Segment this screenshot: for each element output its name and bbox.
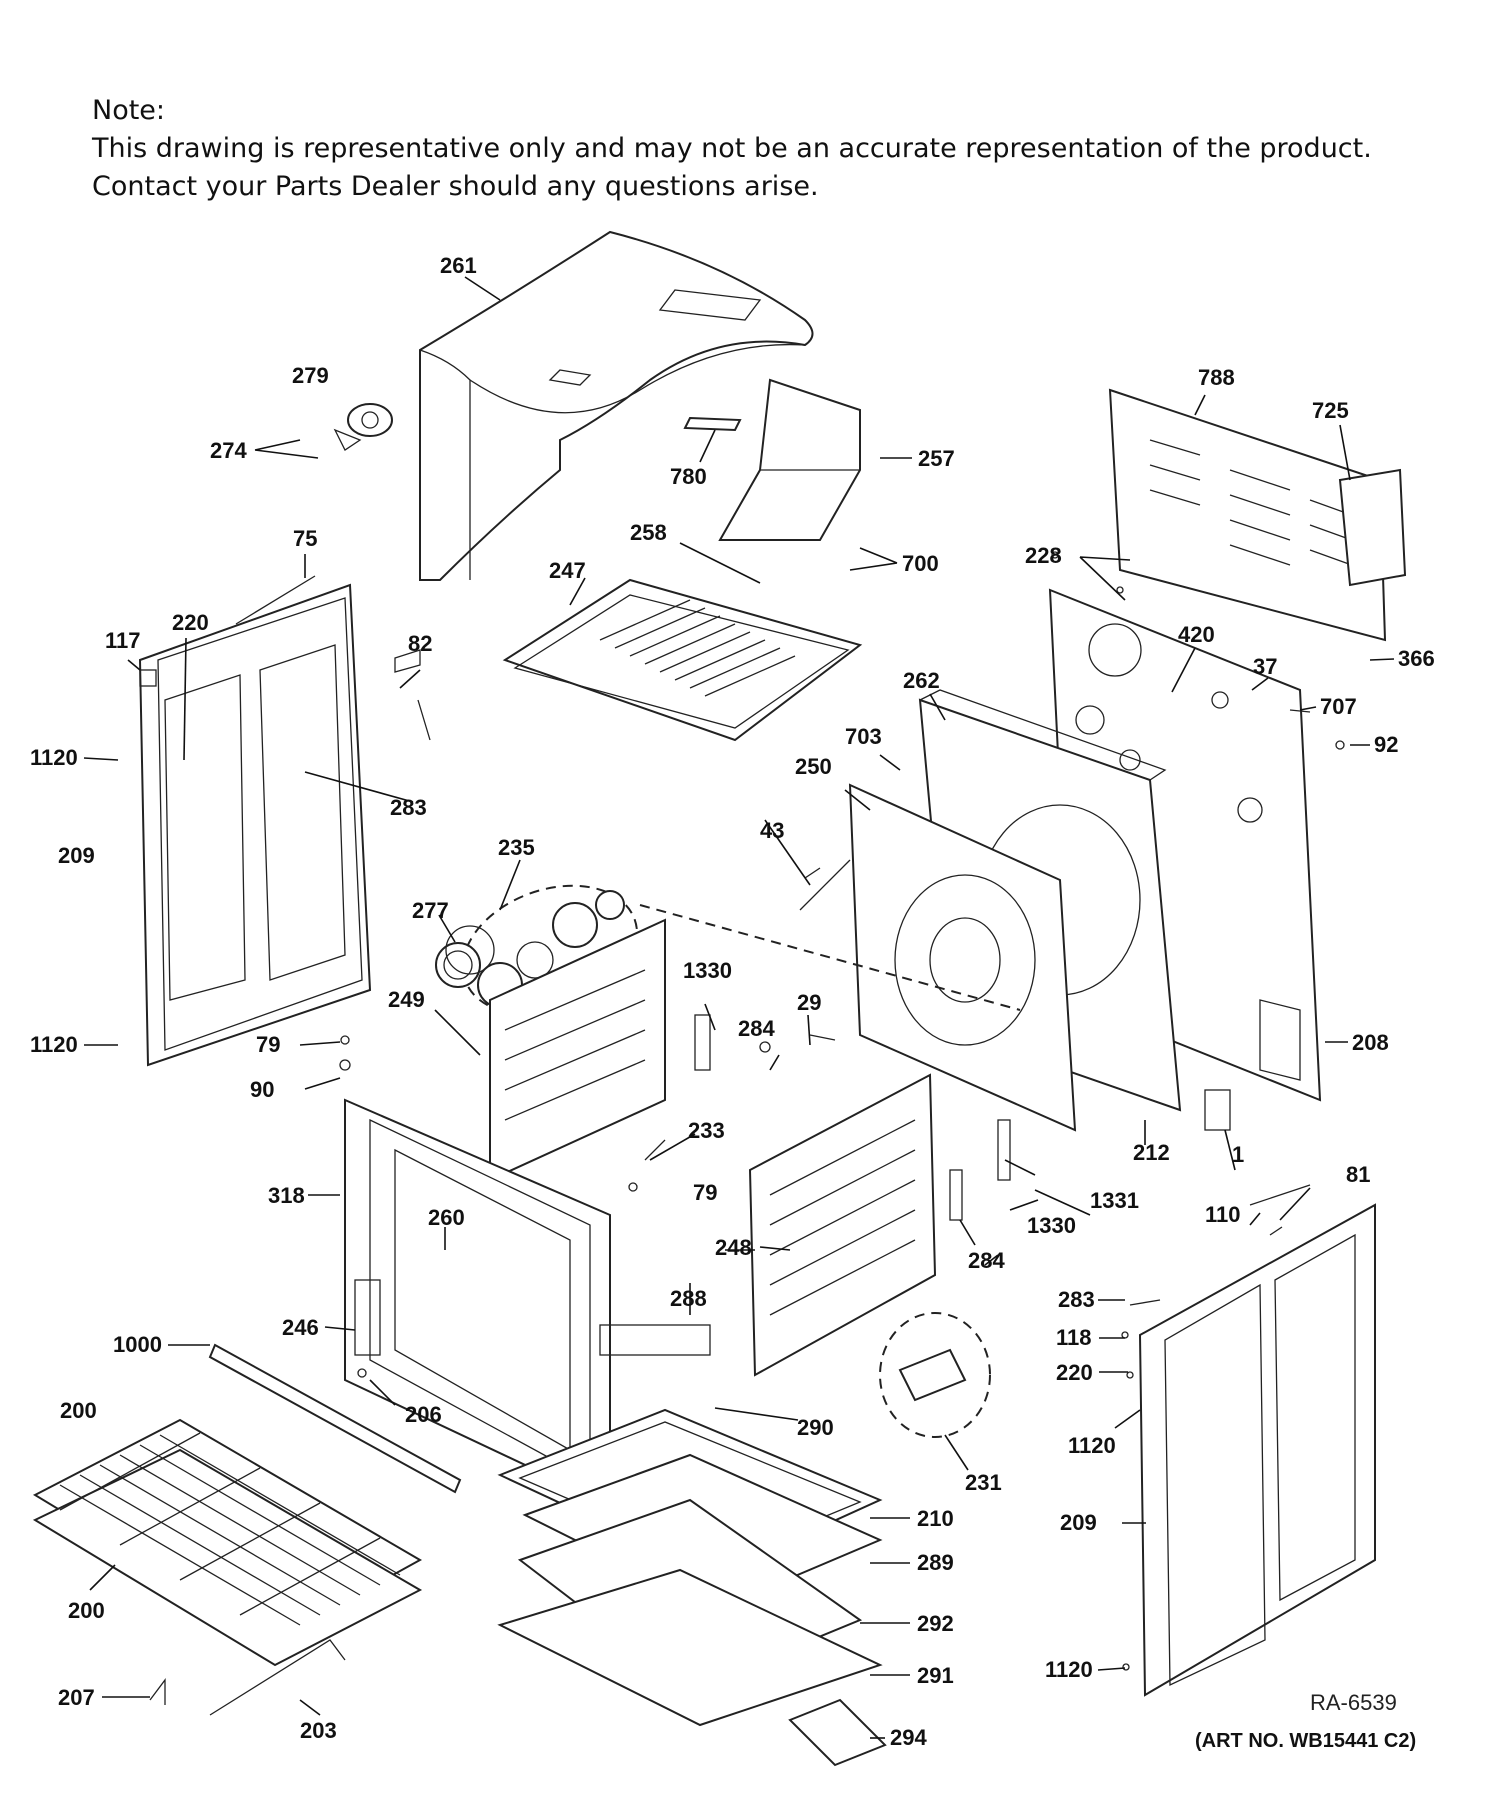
label-208: 208 [1352, 1030, 1389, 1055]
label-283b: 283 [1058, 1287, 1095, 1312]
label-82: 82 [408, 631, 432, 656]
label-700: 700 [902, 551, 939, 576]
label-250: 250 [795, 754, 832, 779]
label-248: 248 [715, 1235, 752, 1260]
label-1331: 1331 [1090, 1188, 1139, 1213]
label-1330a: 1330 [683, 958, 732, 983]
part-248-right-rack-side [748, 1073, 937, 1377]
part-279-sensor [333, 403, 393, 451]
drawing-id: RA-6539 [1310, 1690, 1397, 1715]
part-209-right-side-panel [1138, 1203, 1376, 1697]
label-318: 318 [268, 1183, 305, 1208]
label-257: 257 [918, 446, 955, 471]
label-220b: 220 [1056, 1360, 1093, 1385]
part-1000-grille [208, 1343, 462, 1494]
part-257-duct [683, 378, 861, 541]
label-725: 725 [1312, 398, 1349, 423]
label-274: 274 [210, 438, 247, 463]
label-212: 212 [1133, 1140, 1170, 1165]
label-92: 92 [1374, 732, 1398, 757]
note-line-1: This drawing is representative only and … [92, 133, 1372, 164]
label-258: 258 [630, 520, 667, 545]
label-1: 1 [1232, 1142, 1244, 1167]
note-line-2: Contact your Parts Dealer should any que… [92, 171, 819, 202]
label-1120a: 1120 [30, 745, 78, 770]
label-117: 117 [105, 628, 141, 653]
part-247-panel [502, 578, 863, 742]
label-75: 75 [293, 526, 317, 551]
label-277: 277 [412, 898, 449, 923]
art-number: (ART NO. WB15441 C2) [1195, 1730, 1417, 1752]
label-79b: 79 [693, 1180, 717, 1205]
label-1000: 1000 [113, 1332, 162, 1357]
label-289: 289 [917, 1550, 954, 1575]
label-210: 210 [917, 1506, 954, 1531]
label-29: 29 [797, 990, 821, 1015]
label-110: 110 [1205, 1202, 1241, 1227]
label-703: 703 [845, 724, 882, 749]
label-1330b: 1330 [1027, 1213, 1076, 1238]
label-90: 90 [250, 1077, 274, 1102]
label-261: 261 [440, 253, 477, 278]
label-279: 279 [292, 363, 329, 388]
label-260: 260 [428, 1205, 465, 1230]
label-294: 294 [890, 1725, 927, 1750]
part-249-left-rack-side [489, 918, 666, 1182]
label-207: 207 [58, 1685, 95, 1710]
label-220a: 220 [172, 610, 209, 635]
label-200b: 200 [68, 1598, 105, 1623]
part-209-left-side-panel [138, 583, 372, 1067]
label-228: 228 [1025, 543, 1062, 568]
part-291-bottom-plate [497, 1568, 883, 1727]
label-246: 246 [282, 1315, 319, 1340]
label-780: 780 [670, 464, 707, 489]
part-200-oven-racks [32, 1418, 423, 1667]
label-235: 235 [498, 835, 535, 860]
part-294-bracket [788, 1698, 887, 1767]
label-233: 233 [688, 1118, 725, 1143]
label-288: 288 [670, 1286, 707, 1311]
label-206: 206 [405, 1402, 442, 1427]
label-366: 366 [1398, 646, 1435, 671]
label-788: 788 [1198, 365, 1235, 390]
small-parts [139, 551, 1345, 1716]
label-1120b: 1120 [30, 1032, 78, 1057]
label-43: 43 [760, 818, 784, 843]
label-283a: 283 [390, 795, 427, 820]
part-235-fan-assembly [435, 884, 639, 1016]
label-420: 420 [1178, 622, 1215, 647]
part-788-back-panel [1108, 388, 1407, 642]
label-200a: 200 [60, 1398, 97, 1423]
label-37: 37 [1253, 654, 1277, 679]
label-292: 292 [917, 1611, 954, 1636]
part-250-oven-back [848, 783, 1077, 1132]
leader-lines [83, 276, 1395, 1739]
label-79a: 79 [256, 1032, 280, 1057]
note-heading: Note: [92, 95, 166, 126]
label-707: 707 [1320, 694, 1357, 719]
part-231-detail [879, 1312, 991, 1438]
label-203: 203 [300, 1718, 337, 1743]
label-1120d: 1120 [1045, 1657, 1093, 1682]
label-290: 290 [797, 1415, 834, 1440]
note-block: Note: This drawing is representative onl… [92, 92, 1372, 206]
label-284b: 284 [968, 1248, 1005, 1273]
label-81: 81 [1346, 1162, 1370, 1187]
part-labels: 261 279 274 780 257 788 725 258 700 247 … [30, 253, 1435, 1750]
label-118: 118 [1056, 1325, 1092, 1350]
label-249: 249 [388, 987, 425, 1012]
label-284a: 284 [738, 1016, 775, 1041]
label-291: 291 [917, 1663, 954, 1688]
label-262: 262 [903, 668, 940, 693]
label-209a: 209 [58, 843, 95, 868]
part-261-top-cover [419, 230, 814, 581]
label-231: 231 [965, 1470, 1002, 1495]
label-209b: 209 [1060, 1510, 1097, 1535]
label-1120c: 1120 [1068, 1433, 1116, 1458]
label-247: 247 [549, 558, 586, 583]
